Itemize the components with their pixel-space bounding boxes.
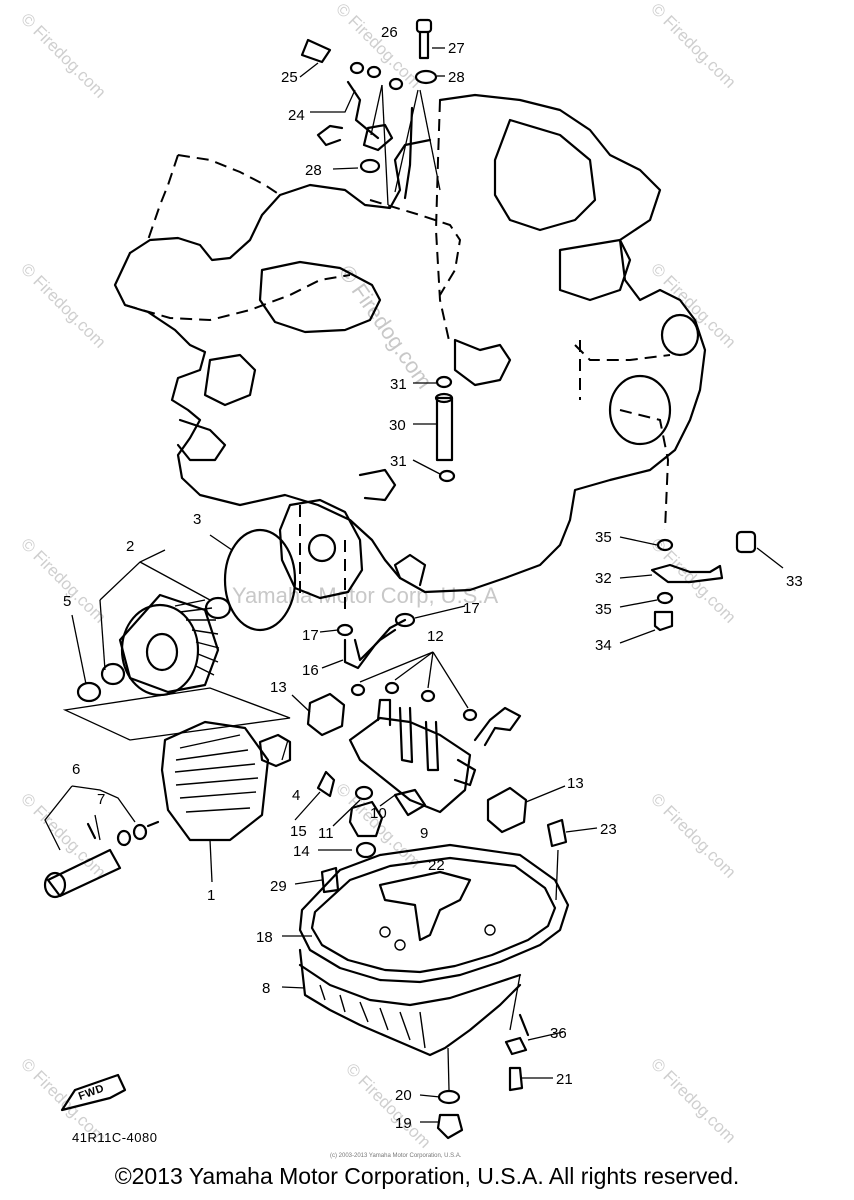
callout-3: 3: [193, 511, 201, 528]
callout-9: 9: [420, 825, 428, 842]
callout-5: 5: [63, 593, 71, 610]
watermark-text: © Firedog.com: [332, 0, 424, 92]
callout-33: 33: [786, 573, 803, 590]
callout-32: 32: [595, 570, 612, 587]
callout-2: 2: [126, 538, 134, 555]
callout-26: 26: [381, 24, 398, 41]
callout-25: 25: [281, 69, 298, 86]
callout-28: 28: [305, 162, 322, 179]
callout-7: 7: [97, 791, 105, 808]
callout-36: 36: [550, 1025, 567, 1042]
callout-20: 20: [395, 1087, 412, 1104]
callout-13: 13: [270, 679, 287, 696]
callout-4: 4: [292, 787, 300, 804]
fine-print: (c) 2003-2013 Yamaha Motor Corporation, …: [330, 1153, 462, 1159]
callout-11: 11: [318, 825, 334, 842]
part-code: 41R11C-4080: [72, 1130, 157, 1145]
watermark-text: © Firedog.com: [647, 259, 739, 351]
watermark-brand: Yamaha Motor Corp, U.S.A: [232, 583, 498, 608]
callout-18: 18: [256, 929, 273, 946]
leader-lines: [281, 47, 784, 1123]
callout-31: 31: [390, 376, 407, 393]
callout-35: 35: [595, 601, 612, 618]
callout-30: 30: [389, 417, 406, 434]
callout-labels: 1 2 3 4 5 6 7 8 9 10 11 12 13 13 14 15 1…: [63, 24, 803, 1132]
oil-filter-assembly: [62, 528, 297, 741]
callout-34: 34: [595, 637, 612, 654]
watermark-text: © Firedog.com: [647, 1054, 739, 1146]
oil-pump-cover: [278, 498, 364, 600]
callout-27: 27: [448, 40, 465, 57]
callout-14: 14: [293, 843, 310, 860]
watermark-text: © Firedog.com: [17, 789, 109, 881]
callout-29: 29: [270, 878, 287, 895]
breather-assembly: [300, 18, 441, 206]
callout-28: 28: [448, 69, 465, 86]
callout-1: 1: [207, 887, 215, 904]
callout-12: 12: [427, 628, 444, 645]
callout-17: 17: [302, 627, 319, 644]
watermark-center: © Firedog.com: [334, 261, 437, 394]
callout-19: 19: [395, 1115, 412, 1132]
callout-10: 10: [370, 805, 387, 822]
callout-17: 17: [463, 600, 480, 617]
callout-22: 22: [428, 857, 445, 874]
oil-pan: [298, 818, 570, 1140]
callout-31: 31: [390, 453, 407, 470]
callout-15: 15: [290, 823, 307, 840]
watermark-text: © Firedog.com: [342, 1059, 434, 1151]
callout-23: 23: [600, 821, 617, 838]
callout-8: 8: [262, 980, 270, 997]
callout-24: 24: [288, 107, 305, 124]
callout-16: 16: [302, 662, 319, 679]
filter-cover-assembly: [43, 720, 292, 899]
watermark-text: © Firedog.com: [647, 0, 739, 92]
callout-6: 6: [72, 761, 80, 778]
strainer-assembly: [306, 612, 528, 894]
oil-level-switch: [650, 530, 757, 632]
callout-35: 35: [595, 529, 612, 546]
copyright-notice: ©2013 Yamaha Motor Corporation, U.S.A. A…: [114, 1163, 740, 1189]
watermark-text: © Firedog.com: [17, 534, 109, 626]
watermark-text: © Firedog.com: [17, 9, 109, 101]
callout-13: 13: [567, 775, 584, 792]
watermark-text: © Firedog.com: [647, 789, 739, 881]
callout-21: 21: [556, 1071, 573, 1088]
watermark-text: © Firedog.com: [17, 259, 109, 351]
oil-pipe-30: [434, 375, 456, 483]
